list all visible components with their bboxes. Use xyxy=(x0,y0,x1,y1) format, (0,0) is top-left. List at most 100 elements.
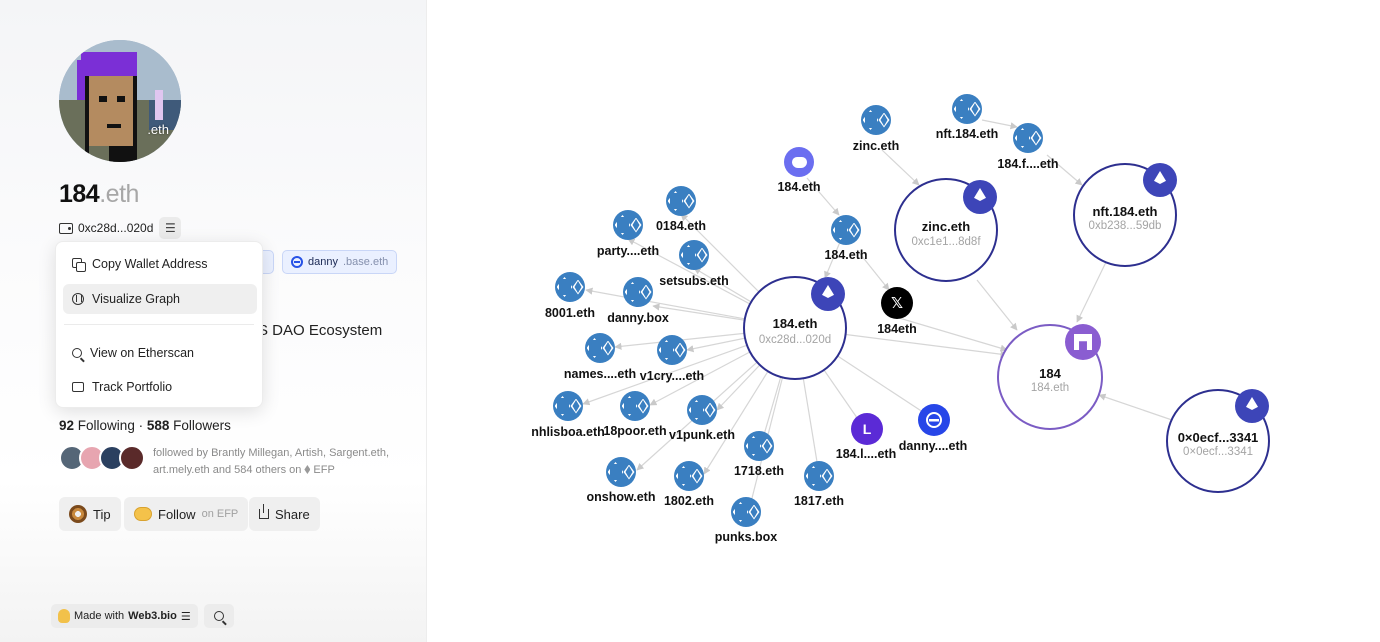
ens-icon[interactable] xyxy=(553,391,583,421)
ens-icon[interactable] xyxy=(555,272,585,302)
basename-chip-suffix: .base.eth xyxy=(342,256,389,268)
brand-label: Web3.bio xyxy=(128,610,177,622)
ens-node-label: v1punk.eth xyxy=(669,428,735,442)
efp-label: EFP xyxy=(313,464,335,476)
ens-icon[interactable] xyxy=(831,215,861,245)
ens-node-label: 184.f....eth xyxy=(997,157,1059,171)
ens-node-label: 0184.eth xyxy=(655,219,707,233)
ens-icon[interactable] xyxy=(804,461,834,491)
address-node-title: 0×0ecf...3341 xyxy=(1177,430,1259,445)
ethereum-icon xyxy=(1143,163,1177,197)
graph-node-center[interactable]: 184.eth 0xc28d...020d xyxy=(743,276,847,380)
donut-icon xyxy=(69,505,87,523)
ens-node-label: 1802.eth xyxy=(663,494,715,508)
copy-icon xyxy=(72,258,86,272)
ens-icon[interactable] xyxy=(585,333,615,363)
follow-stats[interactable]: 92 Following · 588 Followers xyxy=(59,418,231,433)
wallet-address[interactable]: 0xc28d...020d xyxy=(59,221,153,235)
ens-icon[interactable] xyxy=(679,240,709,270)
follower-avatars[interactable] xyxy=(59,445,145,471)
ens-node-label: v1cry....eth xyxy=(639,369,705,383)
ens-node-label: nhlisboa.eth xyxy=(531,425,605,439)
visualize-graph-item[interactable]: Visualize Graph xyxy=(63,284,257,314)
track-portfolio-item[interactable]: Track Portfolio xyxy=(63,372,257,402)
track-portfolio-label: Track Portfolio xyxy=(92,380,173,394)
discord-icon[interactable] xyxy=(784,147,814,177)
ens-icon[interactable] xyxy=(1013,123,1043,153)
ens-icon[interactable] xyxy=(657,335,687,365)
wallet-icon xyxy=(59,222,73,234)
basename-node-label: danny....eth xyxy=(898,439,968,453)
ens-icon[interactable] xyxy=(674,461,704,491)
ethereum-icon xyxy=(963,180,997,214)
cube-icon xyxy=(72,293,84,305)
wallet-icon xyxy=(72,382,84,392)
base-icon xyxy=(291,256,303,268)
share-button[interactable]: Share xyxy=(249,497,320,531)
followed-by-names: followed by Brantly Millegan, Artish, Sa… xyxy=(153,447,390,476)
address-menu-button[interactable]: ☰ xyxy=(159,217,182,239)
ens-icon[interactable] xyxy=(623,277,653,307)
ens-icon[interactable] xyxy=(606,457,636,487)
following-count: 92 xyxy=(59,418,75,433)
share-icon xyxy=(259,504,269,519)
efp-icon xyxy=(304,465,311,474)
ens-node-label: 184.eth xyxy=(824,248,868,262)
basename-chip-label: danny xyxy=(308,256,338,268)
basename-chip[interactable]: danny .base.eth xyxy=(282,250,398,274)
ens-node-label: names....eth xyxy=(563,367,637,381)
ens-icon[interactable] xyxy=(952,94,982,124)
zinc-node-subtitle: 0xc1e1...8d8f xyxy=(911,236,981,248)
identity-graph[interactable]: 184.eth 0xc28d...020d zinc.eth 0xc1e1...… xyxy=(427,0,1380,642)
ens-icon[interactable] xyxy=(861,105,891,135)
ens-node-label: setsubs.eth xyxy=(659,274,729,288)
followers-label: Followers xyxy=(173,418,231,433)
handshake-icon xyxy=(134,507,152,521)
footer-search-button[interactable] xyxy=(203,604,234,628)
follow-button[interactable]: Follow on EFP xyxy=(124,497,249,531)
address-node-subtitle: 0×0ecf...3341 xyxy=(1182,446,1254,458)
ens-icon[interactable] xyxy=(620,391,650,421)
avatar: .eth xyxy=(59,40,181,162)
ens-icon[interactable] xyxy=(744,431,774,461)
ens-icon[interactable] xyxy=(666,186,696,216)
graph-node-nft[interactable]: nft.184.eth 0xb238...59db xyxy=(1073,163,1177,267)
x-icon[interactable]: 𝕏 xyxy=(881,287,913,319)
ethereum-icon xyxy=(811,277,845,311)
ens-node-label: danny.box xyxy=(607,311,669,325)
center-node-subtitle: 0xc28d...020d xyxy=(758,334,832,346)
lens-node-label: 184.l....eth xyxy=(835,447,897,461)
x-node-label: 184eth xyxy=(877,322,917,336)
profile-panel: .eth 184.eth 0xc28d...020d ☰ th danny.ba… xyxy=(0,0,427,642)
wave-hand-icon xyxy=(58,609,70,623)
ens-node-label: punks.box xyxy=(714,530,778,544)
ens-icon[interactable] xyxy=(613,210,643,240)
discord-node-label: 184.eth xyxy=(777,180,821,194)
ens-node-label: 8001.eth xyxy=(544,306,596,320)
profile-name: 184.eth xyxy=(59,180,139,209)
ens-node-label: onshow.eth xyxy=(586,490,656,504)
graph-edges xyxy=(582,119,1173,511)
tip-button[interactable]: Tip xyxy=(59,497,121,531)
basename-icon[interactable] xyxy=(918,404,950,436)
tip-label: Tip xyxy=(93,506,111,522)
profile-name-suffix: .eth xyxy=(99,180,139,208)
menu-icon: ☰ xyxy=(165,221,176,235)
address-dropdown-menu: Copy Wallet Address Visualize Graph View… xyxy=(55,241,263,408)
ens-icon[interactable] xyxy=(731,497,761,527)
farcaster-icon xyxy=(1065,324,1101,360)
copy-wallet-address-item[interactable]: Copy Wallet Address xyxy=(63,249,257,279)
view-on-etherscan-item[interactable]: View on Etherscan xyxy=(63,338,257,368)
farcaster-node-subtitle: 184.eth xyxy=(1030,382,1070,394)
search-icon xyxy=(213,611,224,621)
lens-icon[interactable]: L xyxy=(851,413,883,445)
nft-node-title: nft.184.eth xyxy=(1092,204,1158,219)
ens-icon[interactable] xyxy=(687,395,717,425)
x-glyph: 𝕏 xyxy=(890,295,904,312)
address-row: 0xc28d...020d ☰ xyxy=(59,217,182,239)
following-label: Following xyxy=(77,418,135,433)
profile-description: S DAO Ecosystem xyxy=(258,322,383,339)
